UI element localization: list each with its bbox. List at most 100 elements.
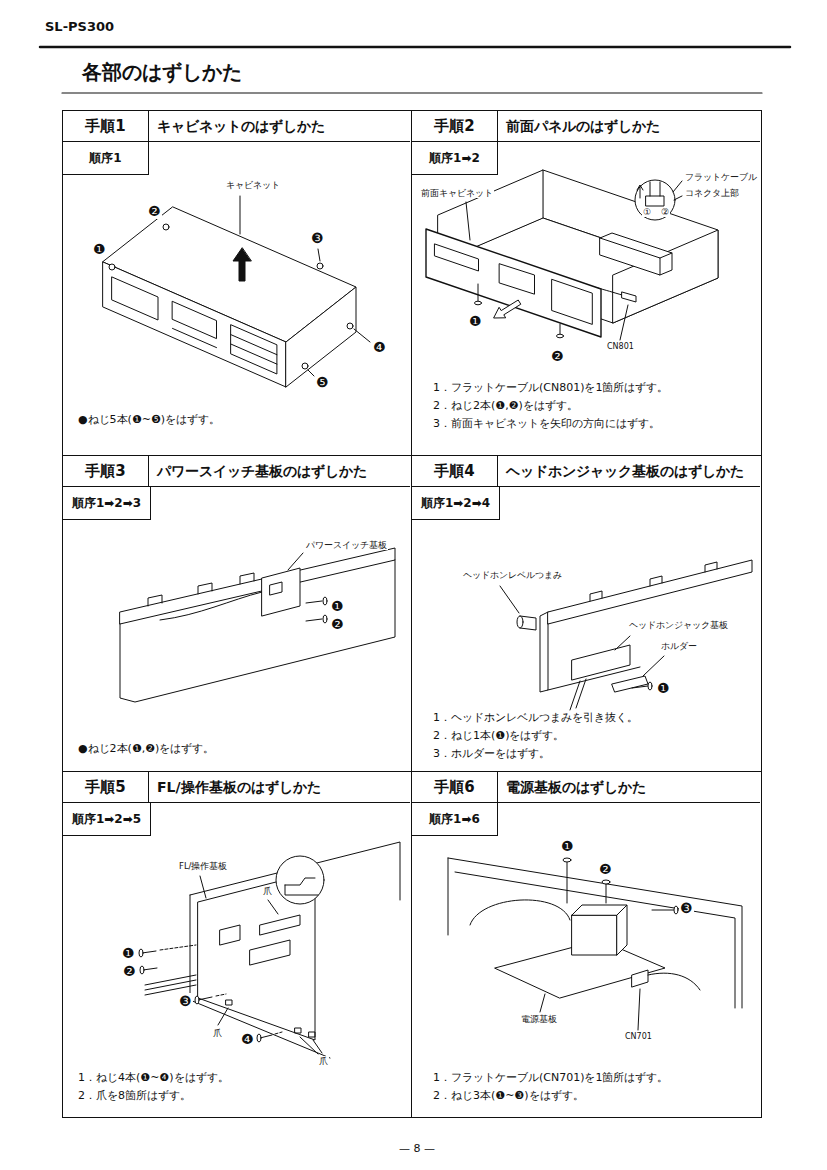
cell-text: 手順1 [85, 117, 125, 135]
step-mark: ① [642, 207, 652, 217]
front-rail [120, 548, 395, 624]
callout-number: ❹ [240, 1031, 255, 1047]
claw-detail [285, 878, 318, 895]
part-label: キャビネット [225, 180, 281, 190]
step-panel: ●ねじ5本(❶~❺)をはずす。 手順1 キャビネットのはずしかた順序1 [62, 110, 412, 456]
step-number-cell: 手順2 [412, 111, 498, 142]
leader-line [240, 196, 241, 234]
wire [160, 592, 262, 620]
cell-text: 手順6 [434, 778, 474, 796]
cell-text: 手順2 [434, 117, 474, 135]
callout-number: ❷ [330, 616, 345, 632]
screw-head [257, 1034, 261, 1042]
knob-face [517, 616, 523, 628]
instruction-note: 2．ねじ1本(❶)をはずす。 [433, 729, 564, 742]
step-heading-cell: パワースイッチ基板のはずしかた [149, 456, 410, 487]
callout-number: ❶ [330, 598, 345, 614]
screw-head [648, 682, 652, 690]
step-number-cell: 手順1 [63, 111, 149, 142]
front-plate [540, 612, 640, 692]
cell-text: 順序1➡2➡4 [421, 496, 490, 510]
part-label: コネクタ上部 [684, 189, 740, 199]
leader-line [288, 553, 303, 570]
screw [306, 601, 322, 621]
instruction-note: 1．フラットケーブル(CN701)を1箇所はずす。 [433, 1071, 669, 1084]
order-cell: 順序1➡2➡3 [63, 487, 151, 520]
screw-head [674, 906, 678, 914]
mechanism-block [600, 233, 672, 275]
front-panel-detail [435, 244, 593, 324]
front-cabinet [426, 229, 601, 337]
part-label: ホルダー [660, 642, 698, 652]
screw [560, 324, 561, 334]
circuit-board [572, 645, 630, 680]
flat-cable [145, 975, 196, 995]
leader-line [620, 305, 628, 340]
step-heading-cell: 前面パネルのはずしかた [498, 111, 760, 142]
instruction-note: 3．ホルダーをはずす。 [433, 747, 550, 760]
instruction-note: ●ねじ2本(❶,❷)をはずす。 [78, 742, 214, 755]
model-number: SL-PS300 [44, 20, 115, 35]
cell-text: パワースイッチ基板のはずしかた [157, 463, 367, 480]
order-cell: 順序1➡2➡5 [63, 803, 151, 836]
cell-text: 前面パネルのはずしかた [506, 118, 660, 135]
step-heading-cell: キャビネットのはずしかた [149, 111, 410, 142]
cell-text: 電源基板のはずしかた [506, 779, 646, 796]
instruction-note: 2．ねじ3本(❶~❸)をはずす。 [433, 1089, 584, 1102]
cell-text: 順序1 [89, 151, 121, 165]
instruction-note: ●ねじ5本(❶~❺)をはずす。 [78, 413, 220, 426]
detail-inset [276, 856, 324, 904]
step-number-cell: 手順5 [63, 772, 149, 803]
cell-text: FL/操作基板のはずしかた [157, 779, 321, 796]
step-panel: 1．フラットケーブル(CN801)を1箇所はずす。2．ねじ2本(❶,❷)をはずす… [411, 110, 762, 456]
cabinet-side [286, 287, 356, 387]
step-number-cell: 手順4 [412, 456, 498, 487]
step-panel: 1．ねじ4本(❶~❹)をはずす。2．爪を8箇所はずす。手順5FL/操作基板のはず… [62, 771, 412, 1118]
connector [632, 970, 648, 987]
leader-line [615, 636, 630, 650]
instruction-note: 3．前面キャビネットを矢印の方向にはずす。 [433, 417, 660, 430]
callout-number: ❷ [147, 203, 162, 219]
callout-number: ❸ [310, 230, 325, 246]
screw-head [563, 858, 571, 862]
callout-number: ❶ [656, 680, 671, 696]
clip [590, 562, 717, 601]
part-label: ヘッドホンレベルつまみ [462, 571, 563, 581]
screw [347, 323, 353, 329]
leader-line [218, 1008, 228, 1025]
chassis [448, 858, 742, 1008]
lift-arrow [233, 248, 251, 281]
header-rule [40, 46, 790, 49]
step-heading-cell: FL/操作基板のはずしかた [149, 772, 410, 803]
line-art [40, 47, 790, 1058]
cell-text: 手順5 [85, 778, 125, 796]
leader-line [466, 202, 470, 240]
component [220, 915, 300, 965]
step-number-cell: 手順3 [63, 456, 149, 487]
cell-text: ヘッドホンジャック基板のはずしかた [506, 463, 744, 480]
screw [632, 686, 648, 688]
callout-number: ❷ [598, 861, 613, 877]
callout-number: ❸ [178, 993, 193, 1009]
part-label: ヘッドホンジャック基板 [628, 621, 729, 631]
order-cell: 順序1➡6 [412, 803, 498, 836]
step-panel: 1．ヘッドホンレベルつまみを引き抜く。 2．ねじ1本(❶)をはずす。 3．ホルダーを… [411, 455, 762, 772]
leader-line [300, 1037, 322, 1054]
wire [648, 973, 700, 990]
callout-number: ❶ [92, 241, 107, 257]
order-cell: 順序1➡2➡4 [412, 487, 500, 520]
callout-number: ❷ [550, 348, 565, 364]
step-panel: ●ねじ2本(❶,❷)をはずす。 手順3 パワースイッチ基板のはずしかた順序1➡2➡3 [62, 455, 412, 772]
callout-number: ❹ [372, 339, 387, 355]
holder [612, 676, 648, 692]
screw-head [195, 996, 199, 1004]
screw [142, 951, 272, 1038]
leader-line [268, 900, 278, 914]
leader-line [500, 586, 519, 613]
instruction-note: 1．ヘッドホンレベルつまみを引き抜く。 [433, 711, 638, 724]
leader-line [308, 370, 314, 376]
leader-line [643, 656, 664, 676]
step-panel: 1．フラットケーブル(CN701)を1箇所はずす。 2．ねじ3本(❶~❸)をはずす… [411, 771, 762, 1118]
front-plate [120, 560, 395, 702]
connector-detail [637, 182, 664, 206]
